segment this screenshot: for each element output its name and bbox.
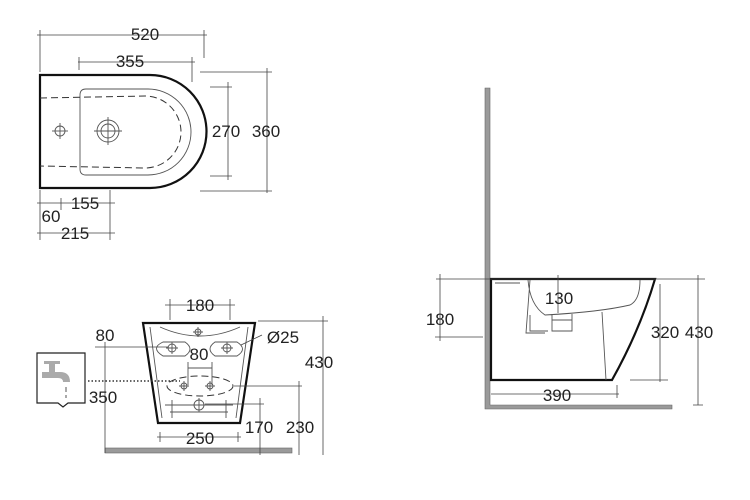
dim-overall-width: 360 [252, 122, 280, 141]
dim-tap-to-bowl: 155 [71, 194, 99, 213]
dim-inlet-height: 230 [286, 418, 314, 437]
dim-fixing-spacing: 180 [186, 296, 214, 315]
dim-fixing-diameter: Ø25 [267, 328, 299, 347]
overflow-hole-icon [193, 327, 203, 337]
waste-hole-front-icon [192, 398, 206, 412]
dim-body-height: 320 [651, 323, 679, 342]
dim-front-overall-height: 430 [305, 353, 333, 372]
fixing-hole-right-icon [221, 342, 233, 354]
dim-bowl-length: 355 [116, 52, 144, 71]
dim-waste-projection: 130 [545, 289, 573, 308]
dim-edge-to-bowl-center: 215 [61, 224, 89, 243]
fixing-hole-left-icon [166, 342, 178, 354]
wall-and-floor [484, 87, 673, 410]
top-view: 520 355 270 360 155 60 215 [37, 25, 280, 243]
inlet-hole-icons [179, 381, 215, 391]
dim-projection: 390 [543, 386, 571, 405]
bowl-rim-outline [79, 88, 192, 176]
side-view: 180 130 320 430 390 [426, 87, 713, 410]
dim-side-overall-height: 430 [685, 323, 713, 342]
floor [104, 447, 293, 454]
dim-fixing-offset: 80 [96, 326, 115, 345]
tap-hole-icon [52, 123, 68, 139]
inlet-zone-dashed [166, 375, 234, 397]
dim-edge-to-tap: 60 [42, 207, 61, 226]
dim-bowl-width: 270 [212, 122, 240, 141]
dim-side-fixing-height: 180 [426, 310, 454, 329]
dim-overall-length: 520 [131, 25, 159, 44]
dim-supply-height: 350 [89, 388, 117, 407]
waste-hole-icon [94, 117, 122, 145]
bidet-top-outline [38, 73, 208, 190]
dim-inlet-spacing: 80 [190, 345, 209, 364]
dim-waste-spacing: 250 [186, 429, 214, 448]
tap-icon [36, 352, 86, 408]
front-view: 180 80 Ø25 80 430 350 250 170 230 [36, 296, 333, 455]
dim-waste-height: 170 [245, 418, 273, 437]
bidet-side-outline [489, 277, 657, 382]
